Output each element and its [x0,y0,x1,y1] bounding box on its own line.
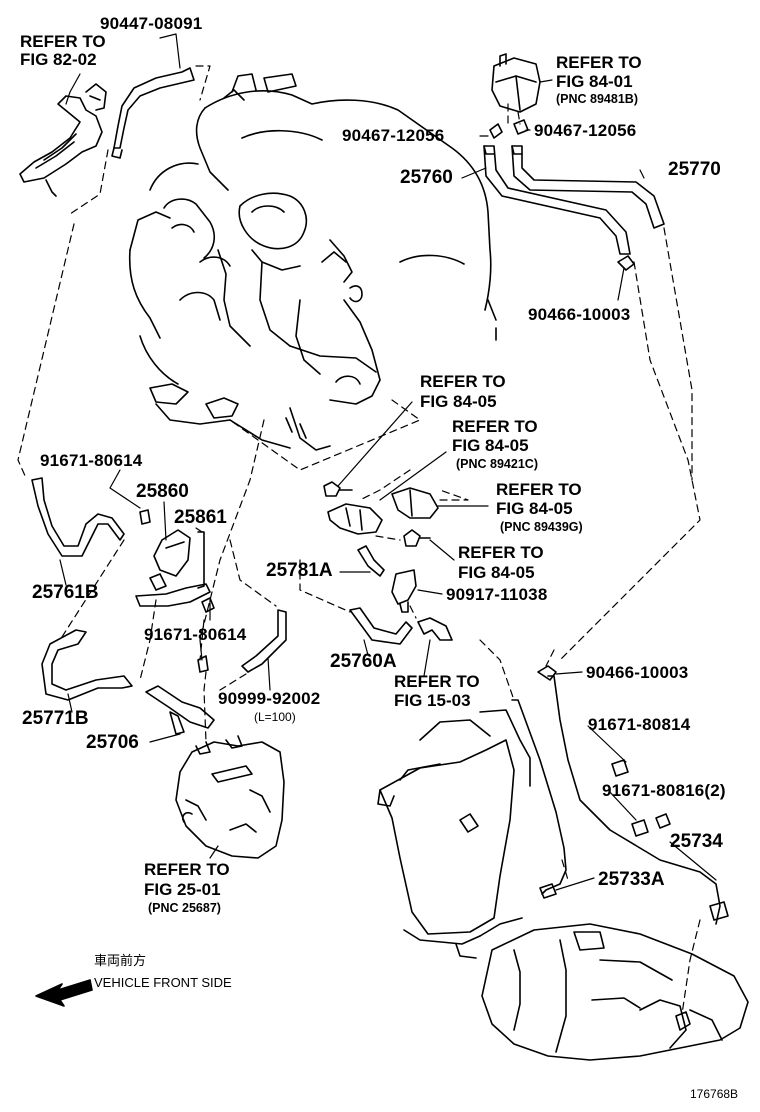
label-25760[interactable]: 25760 [400,167,453,188]
label-25706[interactable]: 25706 [86,732,139,753]
hose-25771B [41,629,133,701]
label-refer-25-01-line1[interactable]: REFER TO [144,860,230,879]
hose-25781A [357,545,385,577]
label-refer-84-01-line2[interactable]: FIG 84-01 [556,72,633,91]
label-90466-10003-top[interactable]: 90466-10003 [528,305,631,324]
label-91671-80814[interactable]: 91671-80814 [588,715,691,734]
hose-25761B [31,477,125,557]
label-pnc-89481B: (PNC 89481B) [556,92,638,106]
bolt-91671-80614-top-icon [139,509,151,525]
label-refer-84-05-a-line2[interactable]: FIG 84-05 [420,392,497,411]
label-90447-08091[interactable]: 90447-08091 [100,14,203,33]
label-90467-12056-right[interactable]: 90467-12056 [534,121,637,140]
vsv-cluster-middle [323,481,453,645]
bolt-91671-80614-mid-icon [197,655,209,673]
hose-90447-08091 [111,67,195,159]
label-25733A[interactable]: 25733A [598,869,665,890]
label-refer-84-05-b-line1[interactable]: REFER TO [452,417,538,436]
hose-25770 [511,145,665,229]
label-25760A[interactable]: 25760A [330,651,397,672]
exhaust-manifold [377,709,531,959]
hose-25760 [483,145,631,255]
label-refer-84-05-b-line2[interactable]: FIG 84-05 [452,436,529,455]
label-refer-82-02-line1[interactable]: REFER TO [20,32,106,51]
label-pnc-25687: (PNC 25687) [148,901,221,915]
label-pnc-89421C: (PNC 89421C) [456,457,538,471]
label-25860[interactable]: 25860 [136,481,189,502]
label-25781A[interactable]: 25781A [266,560,333,581]
label-25771B[interactable]: 25771B [22,708,89,729]
vsv-top-right [489,53,541,139]
label-90467-12056-left[interactable]: 90467-12056 [342,126,445,145]
bolt-mid-icon [201,597,215,613]
sensor-wire-25733A [511,699,567,899]
clip-left-icon [489,123,503,139]
label-90917-11038[interactable]: 90917-11038 [446,585,548,604]
label-91671-80614-mid[interactable]: 91671-80614 [144,625,247,644]
label-refer-15-03-line2[interactable]: FIG 15-03 [394,691,471,710]
label-91671-80614-top[interactable]: 91671-80614 [40,451,143,470]
engine-block [128,73,497,451]
label-refer-25-01-line2[interactable]: FIG 25-01 [144,880,221,899]
label-25734[interactable]: 25734 [670,831,723,852]
dashed-routing [17,65,701,1015]
label-refer-84-05-c-line2[interactable]: FIG 84-05 [496,499,573,518]
bracket-25861 [135,531,215,613]
clip-right-icon [513,119,529,135]
bolt-91671-80814-icon [611,759,629,777]
vehicle-front-label-jp: 車両前方 [94,953,147,968]
hose-90999-92002 [241,609,287,673]
label-25770[interactable]: 25770 [668,159,721,180]
label-90999-92002[interactable]: 90999-92002 [218,689,321,708]
leader-lines [59,33,717,891]
clip-90466-top-icon [617,255,635,271]
bracket-top-left [19,83,107,197]
clip-90466-bot-icon [537,665,557,681]
vsv-90917-11038 [391,569,417,605]
label-refer-84-05-c-line1[interactable]: REFER TO [496,480,582,499]
label-91671-80816[interactable]: 91671-80816(2) [602,781,726,800]
label-refer-84-05-a-line1[interactable]: REFER TO [420,372,506,391]
hose-25760A [349,607,413,645]
label-25761B[interactable]: 25761B [32,582,99,603]
vehicle-front-label: VEHICLE FRONT SIDE [94,975,232,990]
label-refer-84-05-d-line2[interactable]: FIG 84-05 [458,563,535,582]
label-pnc-89439G: (PNC 89439G) [500,520,583,534]
vsv-25860 [149,529,191,591]
bracket-25706 [145,685,215,735]
bracket-15-03 [417,617,453,641]
catalytic-converter [481,923,749,1061]
sensor-wire-25734 [537,665,729,925]
label-25861[interactable]: 25861 [174,507,227,528]
front-arrow-icon [35,979,93,1007]
label-refer-82-02-line2[interactable]: FIG 82-02 [20,50,97,69]
label-refer-15-03-line1[interactable]: REFER TO [394,672,480,691]
label-length-100: (L=100) [254,710,296,724]
label-90466-10003-bot[interactable]: 90466-10003 [586,663,689,682]
throttle-body [175,735,285,859]
label-refer-84-05-d-line1[interactable]: REFER TO [458,543,544,562]
bolt-91671-80816-icon [631,819,649,837]
figure-id: 176768B [690,1087,739,1101]
label-refer-84-01-line1[interactable]: REFER TO [556,53,642,72]
